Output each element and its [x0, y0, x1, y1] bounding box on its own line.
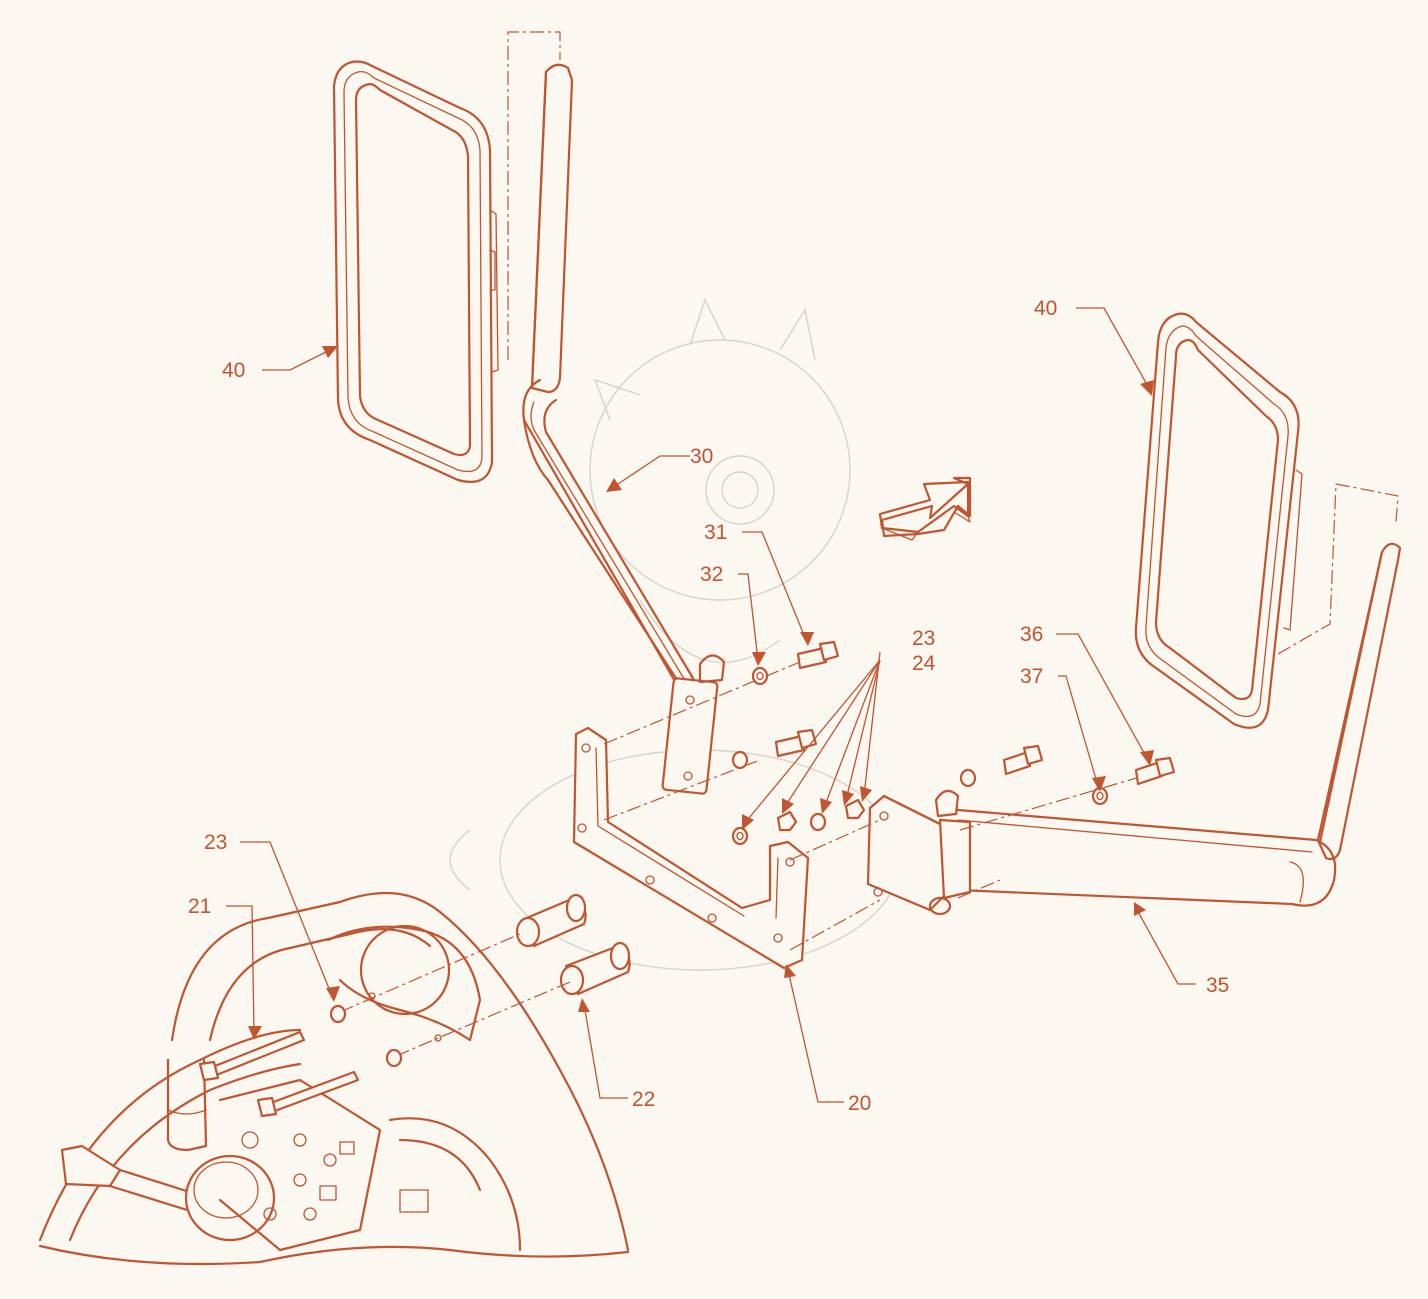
callout-21: 21	[188, 895, 211, 918]
bolt-lower-left	[731, 728, 818, 770]
callout-30: 30	[690, 445, 713, 468]
bolt-31	[796, 640, 840, 670]
callout-40-right: 40	[1034, 297, 1057, 320]
callout-22: 22	[632, 1088, 655, 1111]
callout-36: 36	[1020, 623, 1043, 646]
callout-23-top: 23	[912, 627, 935, 650]
bolt-right-upper	[959, 744, 1044, 788]
leader-arrowheads	[248, 346, 1154, 1040]
mirror-left	[332, 60, 499, 483]
callout-40-left: 40	[222, 359, 245, 382]
mirror-arm-left	[522, 63, 726, 795]
spacer-upper	[515, 893, 587, 948]
spacer-lower	[559, 941, 631, 996]
callout-35: 35	[1206, 974, 1229, 997]
washer-32	[751, 666, 769, 686]
mirror-arm-right	[866, 542, 1402, 916]
callout-20: 20	[848, 1092, 871, 1115]
bolt-36	[1134, 756, 1176, 786]
bracket	[572, 726, 810, 970]
callout-32: 32	[700, 563, 723, 586]
callout-24: 24	[912, 652, 936, 675]
mirror-right	[1134, 312, 1303, 729]
washers-nuts-23-24	[731, 798, 866, 846]
handlebar-assembly	[38, 892, 630, 1266]
leader-lines	[226, 307, 1196, 1103]
callout-37: 37	[1020, 665, 1043, 688]
callout-31: 31	[704, 521, 727, 544]
arrow-up-right-icon	[878, 476, 972, 541]
callout-23-left: 23	[204, 831, 227, 854]
